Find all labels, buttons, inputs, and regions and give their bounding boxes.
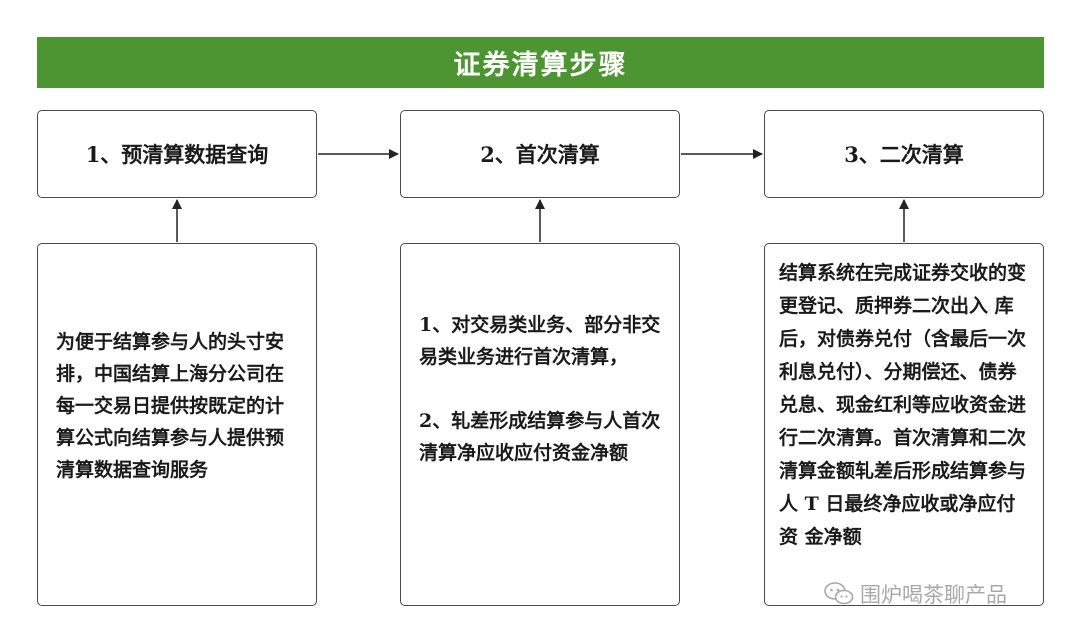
- step-1-description-text: 为便于结算参与人的头寸安排，中国结算上海分公司在每一交易日提供按既定的计算公式向…: [56, 331, 285, 481]
- wechat-icon: [824, 582, 854, 605]
- step-2-description-point-1: 1、对交易类业务、部分非交易类业务进行首次清算，: [419, 314, 661, 368]
- watermark: 围炉喝茶聊产品: [824, 578, 1007, 610]
- step-2-box: 2、首次清算: [400, 110, 680, 198]
- step-1-box: 1、预清算数据查询: [37, 110, 317, 198]
- step-1-description: 为便于结算参与人的头寸安排，中国结算上海分公司在每一交易日提供按既定的计算公式向…: [37, 243, 317, 606]
- step-3-description-text: 结算系统在完成证券交收的变更登记、质押券二次出入 库后，对债券兑付（含最后一次利…: [779, 262, 1027, 548]
- step-3-description: 结算系统在完成证券交收的变更登记、质押券二次出入 库后，对债券兑付（含最后一次利…: [764, 243, 1044, 606]
- step-2-description-point-2: 2、轧差形成结算参与人首次清算净应收应付资金净额: [419, 410, 661, 464]
- step-1-label: 1、预清算数据查询: [85, 142, 269, 167]
- watermark-text: 围炉喝茶聊产品: [860, 583, 1007, 607]
- step-3-box: 3、二次清算: [764, 110, 1044, 198]
- step-3-label: 3、二次清算: [844, 142, 964, 167]
- step-2-label: 2、首次清算: [480, 142, 600, 167]
- page-title: 证券清算步骤: [37, 37, 1044, 88]
- step-2-description: 1、对交易类业务、部分非交易类业务进行首次清算， 2、轧差形成结算参与人首次清算…: [400, 243, 680, 606]
